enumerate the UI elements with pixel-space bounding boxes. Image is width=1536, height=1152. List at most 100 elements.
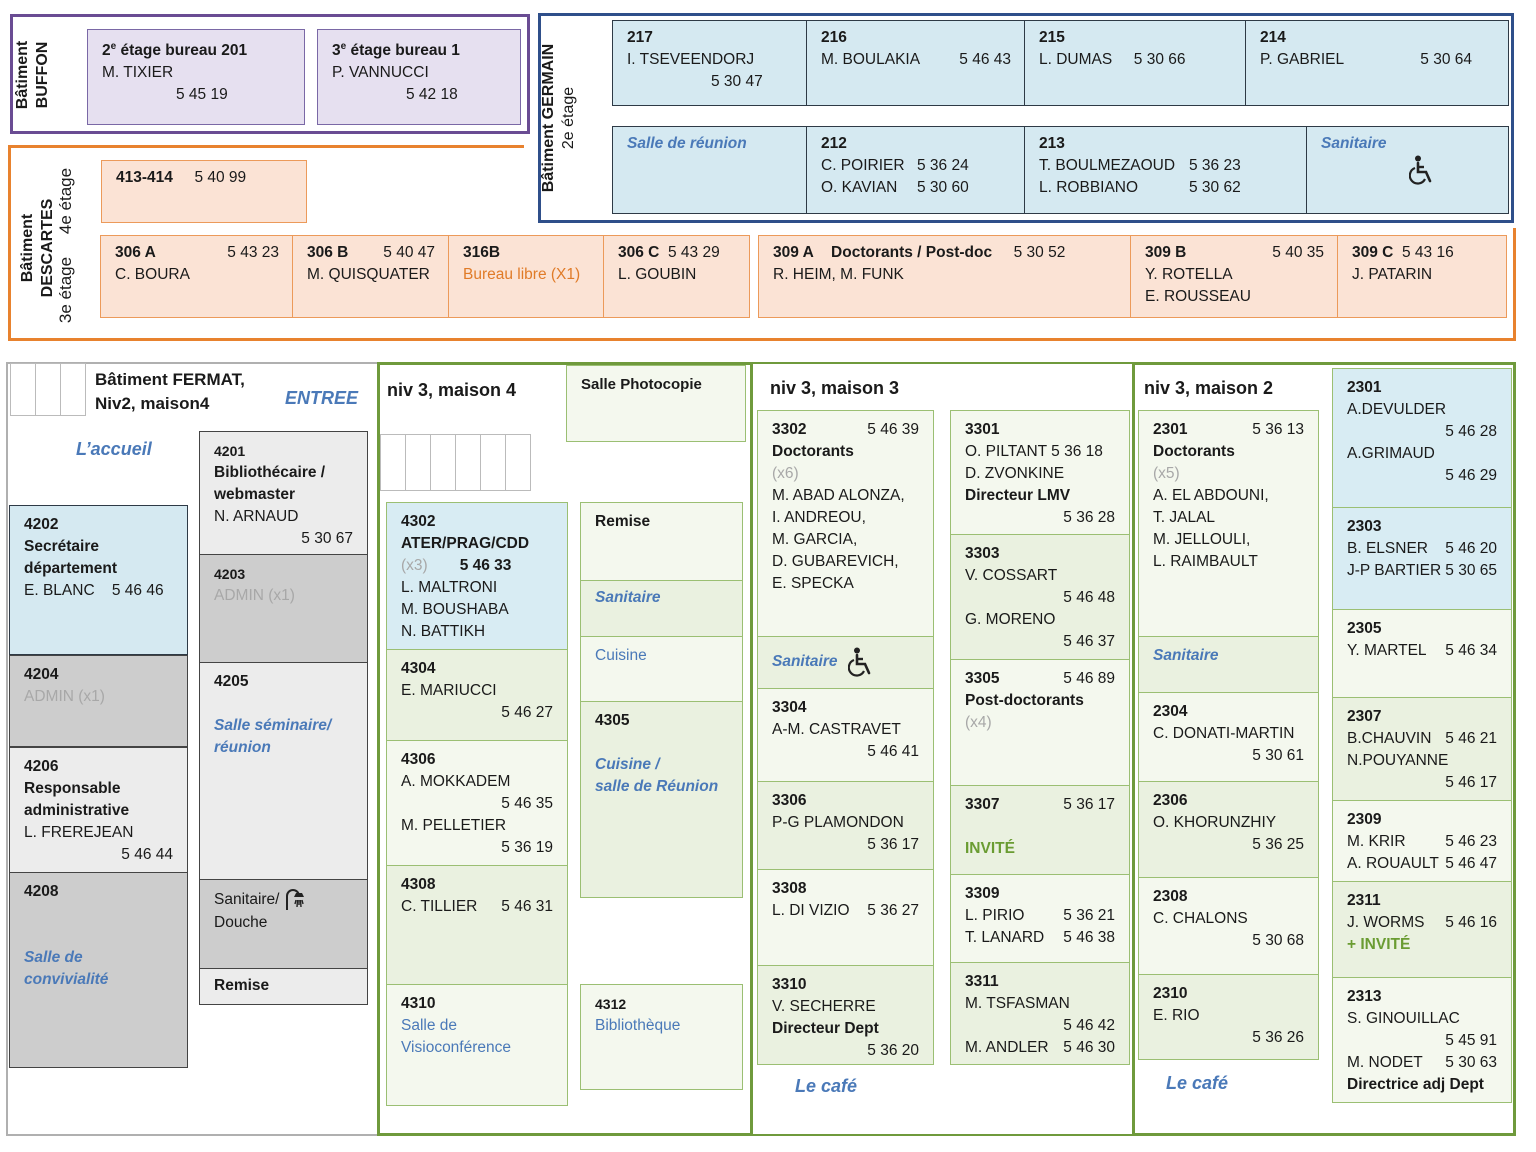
- room-label: salle de Réunion: [595, 778, 719, 795]
- room-title: administrative: [24, 802, 130, 819]
- room-number: 2305: [1347, 620, 1382, 637]
- room-number: 3310: [772, 976, 807, 993]
- occupant-name: E. RIO: [1153, 1007, 1200, 1024]
- stairs-square: [430, 434, 456, 491]
- descartes-outline-right: [1513, 228, 1516, 341]
- room-label: Sanitaire/: [214, 891, 280, 909]
- room-title: Directeur Dept: [772, 1020, 879, 1037]
- phone-number: 5 40 47: [383, 244, 435, 261]
- entrance-square: [35, 363, 61, 416]
- room-number: 2303: [1347, 518, 1382, 535]
- occupant-name: J. PATARIN: [1352, 266, 1433, 283]
- room-number: 4205: [214, 673, 249, 690]
- room-number: 4302: [401, 513, 436, 530]
- phone-number: 5 46 28: [1445, 423, 1497, 440]
- room-number: 309 A: [773, 244, 814, 261]
- phone-number: 5 30 66: [1133, 51, 1186, 68]
- accueil-label: L’accueil: [76, 439, 152, 459]
- occupant-name: A. EL ABDOUNI,: [1153, 487, 1269, 504]
- fermat-room-4204: 4204 ADMIN (x1): [9, 655, 188, 747]
- room-title: ATER/PRAG/CDD: [401, 535, 530, 552]
- germain-sanitaire: Sanitaire: [1306, 126, 1509, 214]
- phone-number: 5 46 20: [1445, 540, 1497, 557]
- room-number: 309 C: [1352, 244, 1394, 261]
- phone-number: 5 43 16: [1402, 244, 1454, 261]
- wheelchair-icon: [842, 647, 874, 677]
- occupant-name: P-G PLAMONDON: [772, 814, 904, 831]
- phone-number: 5 30 63: [1445, 1054, 1497, 1071]
- fermat-remise: Remise: [199, 968, 368, 1005]
- room-number: 4312: [595, 996, 627, 1012]
- occupant-name: M. GARCIA,: [772, 531, 858, 548]
- phone-number: 5 36 17: [1063, 796, 1115, 813]
- occupant-name: T. BOULMEZAOUD: [1039, 157, 1176, 174]
- phone-number: 5 40 35: [1272, 244, 1324, 261]
- room-label: Cuisine /: [595, 756, 660, 773]
- maison3-room-3303: 3303 V. COSSART 5 46 48 G. MORENO 5 46 3…: [950, 534, 1130, 660]
- phone-number: 5 46 31: [501, 898, 553, 915]
- maison3-room-3301: 3301 O. PILTANT 5 36 18 D. ZVONKINE Dire…: [950, 410, 1130, 535]
- occupant-name: G. MORENO: [965, 611, 1056, 628]
- maison2-room-2304: 2304 C. DONATI-MARTIN 5 30 61: [1138, 692, 1319, 782]
- occupant-name: A.GRIMAUD: [1347, 445, 1435, 462]
- phone-number: 5 36 17: [867, 836, 919, 853]
- room-label: Sanitaire: [595, 589, 661, 606]
- phone-number: 5 46 34: [1445, 642, 1497, 659]
- descartes-room-309c: 309 C 5 43 16 J. PATARIN: [1337, 235, 1507, 318]
- room-label: Salle de réunion: [627, 135, 747, 152]
- room-title: Post-doctorants: [965, 692, 1084, 709]
- room-number: 2308: [1153, 888, 1188, 905]
- occupant-name: J-P BARTIER: [1347, 562, 1442, 579]
- phone-number: 5 46 35: [501, 795, 553, 812]
- room-number: 2311: [1347, 892, 1381, 909]
- room-label: Salle séminaire/: [214, 717, 332, 734]
- descartes-label-1: Bâtiment: [19, 213, 36, 283]
- occupant-name: L. GOUBIN: [618, 266, 697, 283]
- occupant-name: C. DONATI-MARTIN: [1153, 725, 1295, 742]
- fermat-room-4201: 4201 Bibliothécaire / webmaster N. ARNAU…: [199, 431, 368, 555]
- maison2-cafe: Le café: [1166, 1073, 1229, 1093]
- phone-number: 5 46 42: [1063, 1017, 1115, 1034]
- occupant-name: E. ROUSSEAU: [1145, 288, 1251, 305]
- phone-number: 5 43 23: [227, 244, 279, 261]
- maison4-title: niv 3, maison 4: [387, 380, 517, 400]
- fermat-sanitaire-douche: Sanitaire/ Douche: [199, 879, 368, 969]
- fermat-title: Bâtiment FERMAT, Niv2, maison4: [95, 368, 245, 416]
- room-number: 3307: [965, 796, 1000, 813]
- fermat-room-4202: 4202 Secrétaire département E. BLANC 5 4…: [9, 505, 188, 655]
- occupant-name: L. DUMAS: [1039, 51, 1113, 68]
- wheelchair-icon: [1321, 155, 1494, 185]
- phone-number: 5 45 19: [176, 86, 228, 104]
- room-number: 3303: [965, 545, 1000, 562]
- phone-number: 5 36 13: [1252, 421, 1304, 438]
- phone-number: 5 46 89: [1063, 670, 1115, 687]
- room-title: Bibliothécaire /: [214, 464, 326, 481]
- descartes-room-309a: 309 A Doctorants / Post-doc 5 30 52 R. H…: [758, 235, 1132, 318]
- room-label: Salle de: [24, 949, 83, 966]
- room-number: 3306: [772, 792, 807, 809]
- room-number: 316B: [463, 244, 501, 261]
- occupant-name: Y. MARTEL: [1347, 642, 1427, 659]
- room-title: Doctorants: [772, 443, 854, 460]
- room-title: Directeur LMV: [965, 487, 1071, 504]
- fermat-room-4206: 4206 Responsable administrative L. FRERE…: [9, 747, 188, 873]
- fermat-title-1: Bâtiment FERMAT,: [95, 370, 245, 389]
- occupant-name: C. POIRIER: [821, 157, 905, 174]
- occupant-name: M. BOULAKIA: [821, 51, 921, 68]
- room-number: 2304: [1153, 703, 1188, 720]
- maison4-room-4310: 4310 Salle de Visioconférence: [386, 984, 568, 1106]
- occupant-name: M. NODET: [1347, 1054, 1423, 1071]
- room-occupancy: (x6): [772, 465, 799, 482]
- occupant-name: O. KAVIAN: [821, 179, 898, 196]
- buffon-label: Bâtiment BUFFON: [13, 25, 53, 125]
- maison4-photocopie: Salle Photocopie: [566, 365, 746, 442]
- phone-number: 5 46 17: [1445, 774, 1497, 791]
